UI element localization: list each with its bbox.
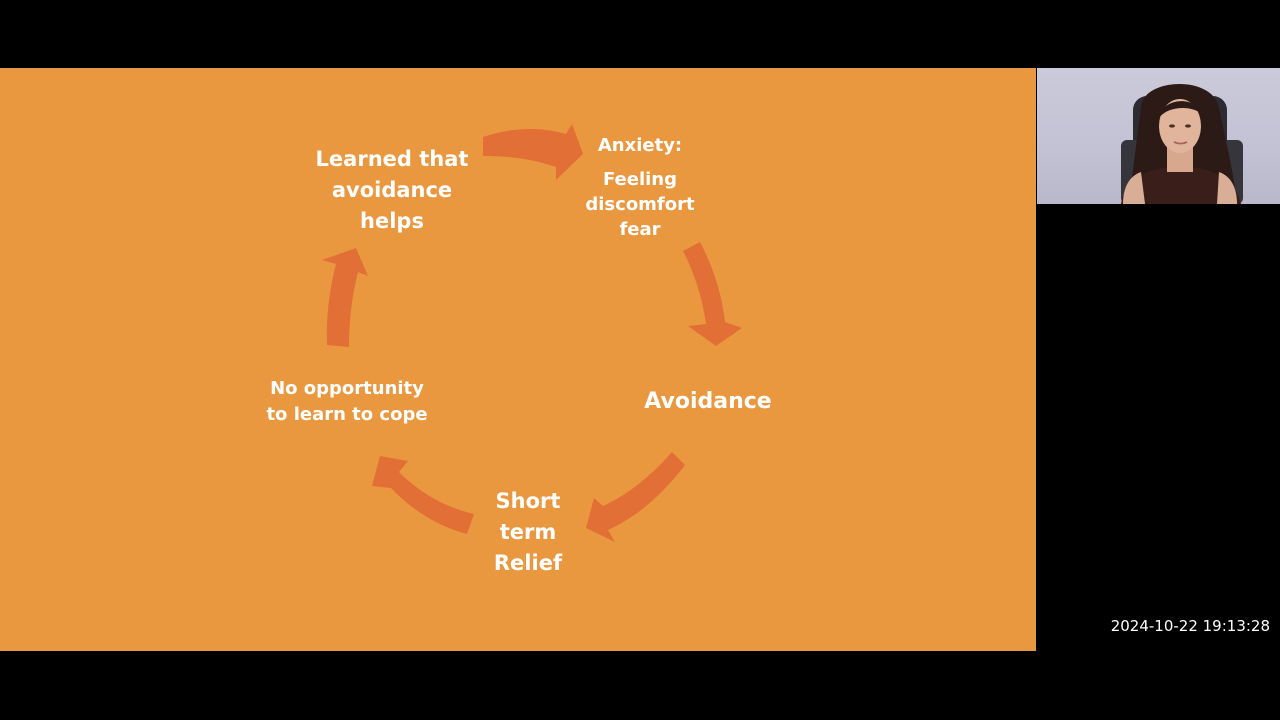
node-noopp-line-1: No opportunity xyxy=(270,378,424,399)
node-avoidance: Avoidance xyxy=(628,388,788,417)
node-avoidance-label: Avoidance xyxy=(644,389,772,414)
node-learned-line-3: helps xyxy=(360,209,424,233)
node-learned-line-2: avoidance xyxy=(331,178,453,202)
arrow-relief-to-no-opportunity-icon xyxy=(372,456,474,534)
cycle-arrows xyxy=(322,124,742,542)
arrow-no-opportunity-to-learned-icon xyxy=(322,248,368,347)
node-relief-line-1: Short xyxy=(495,489,561,513)
node-anxiety-title: Anxiety: xyxy=(597,135,683,156)
arrow-anxiety-to-avoidance-icon xyxy=(683,242,742,346)
presenter-webcam xyxy=(1037,68,1280,204)
node-no-opportunity: No opportunity to learn to cope xyxy=(232,376,462,428)
node-anxiety-line-2: discomfort xyxy=(585,194,695,216)
node-short-term-relief: Short term Relief xyxy=(458,486,598,579)
node-noopp-line-2: to learn to cope xyxy=(266,404,428,425)
node-anxiety: Anxiety: Feeling discomfort fear xyxy=(560,134,720,242)
arrow-avoidance-to-relief-icon xyxy=(586,452,685,542)
presentation-slide: Learned that avoidance helps Anxiety: Fe… xyxy=(0,68,1036,651)
node-anxiety-line-1: Feeling xyxy=(602,169,678,191)
node-anxiety-line-3: fear xyxy=(619,219,661,241)
node-relief-line-3: Relief xyxy=(493,551,563,575)
timestamp-overlay: 2024-10-22 19:13:28 xyxy=(1110,617,1270,635)
node-relief-line-2: term xyxy=(499,520,557,544)
node-learned-line-1: Learned that xyxy=(315,147,469,171)
presenter-video-icon xyxy=(1121,83,1243,204)
arrow-learned-to-anxiety-icon xyxy=(483,124,583,180)
node-learned-avoidance-helps: Learned that avoidance helps xyxy=(292,144,492,237)
